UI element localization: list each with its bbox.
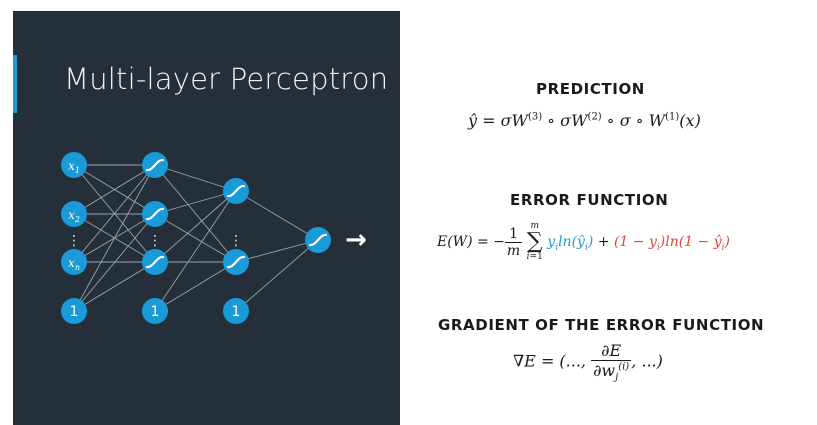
edge-layer1 bbox=[73, 164, 156, 312]
sigmoid-icon bbox=[145, 158, 165, 172]
input-label: xn bbox=[68, 256, 80, 272]
hidden-node-layer2 bbox=[223, 178, 249, 204]
sigmoid-icon bbox=[308, 233, 328, 247]
sigmoid-icon bbox=[226, 255, 246, 269]
edge-layer1 bbox=[73, 213, 156, 312]
gradient-title: GRADIENT OF THE ERROR FUNCTION bbox=[438, 316, 765, 334]
sigmoid-icon bbox=[145, 207, 165, 221]
edge-output bbox=[235, 239, 319, 263]
ellipsis-icon: ⋮ bbox=[67, 233, 81, 249]
edge-layer2 bbox=[154, 190, 237, 312]
input-node: xn bbox=[61, 249, 87, 275]
edge-layer1 bbox=[73, 164, 156, 263]
output-node bbox=[305, 227, 331, 253]
hidden-node-layer2 bbox=[223, 249, 249, 275]
gradient-equation: ∇E = (..., ∂E∂wj(i), ...) bbox=[513, 341, 663, 384]
edge-layer2 bbox=[154, 213, 237, 263]
edge-layer2 bbox=[154, 261, 237, 312]
input-label: x2 bbox=[68, 208, 80, 224]
output-arrow-icon: → bbox=[345, 225, 367, 255]
hidden-node-layer1 bbox=[142, 249, 168, 275]
sigmoid-icon bbox=[145, 255, 165, 269]
edge-layer2 bbox=[154, 164, 237, 263]
bias-label: 1 bbox=[151, 304, 160, 320]
bias-node: 1 bbox=[142, 298, 168, 324]
network-edges bbox=[73, 164, 319, 312]
ellipsis-icon: ⋮ bbox=[148, 233, 162, 249]
prediction-equation: ŷ = σW(3) ∘ σW(2) ∘ σ ∘ W(1)(x) bbox=[468, 111, 701, 130]
hidden-node-layer1 bbox=[142, 201, 168, 227]
bias-node: 1 bbox=[61, 298, 87, 324]
network-diagram: x1 x2 xn 1 1 1 ⋮ ⋮ ⋮ → bbox=[61, 152, 367, 324]
edge-layer2 bbox=[154, 164, 237, 192]
edge-layer2 bbox=[154, 190, 237, 215]
sigmoid-icon bbox=[226, 184, 246, 198]
edge-layer2 bbox=[154, 190, 237, 263]
error-function-title: ERROR FUNCTION bbox=[510, 191, 669, 209]
input-node: x1 bbox=[61, 152, 87, 178]
bias-label: 1 bbox=[70, 304, 79, 320]
input-label: x1 bbox=[68, 159, 80, 175]
input-node: x2 bbox=[61, 201, 87, 227]
bias-label: 1 bbox=[232, 304, 241, 320]
slide-title: Multi-layer Perceptron bbox=[64, 62, 389, 96]
edge-layer1 bbox=[73, 261, 156, 312]
edge-output bbox=[235, 239, 319, 312]
hidden-node-layer1 bbox=[142, 152, 168, 178]
prediction-title: PREDICTION bbox=[536, 80, 645, 98]
edge-output bbox=[235, 190, 319, 241]
ellipsis-icon: ⋮ bbox=[229, 233, 243, 249]
bias-node: 1 bbox=[223, 298, 249, 324]
network-nodes: x1 x2 xn 1 1 1 ⋮ ⋮ ⋮ → bbox=[61, 152, 367, 324]
title-accent-bar bbox=[13, 55, 17, 113]
edge-layer1 bbox=[73, 164, 156, 215]
